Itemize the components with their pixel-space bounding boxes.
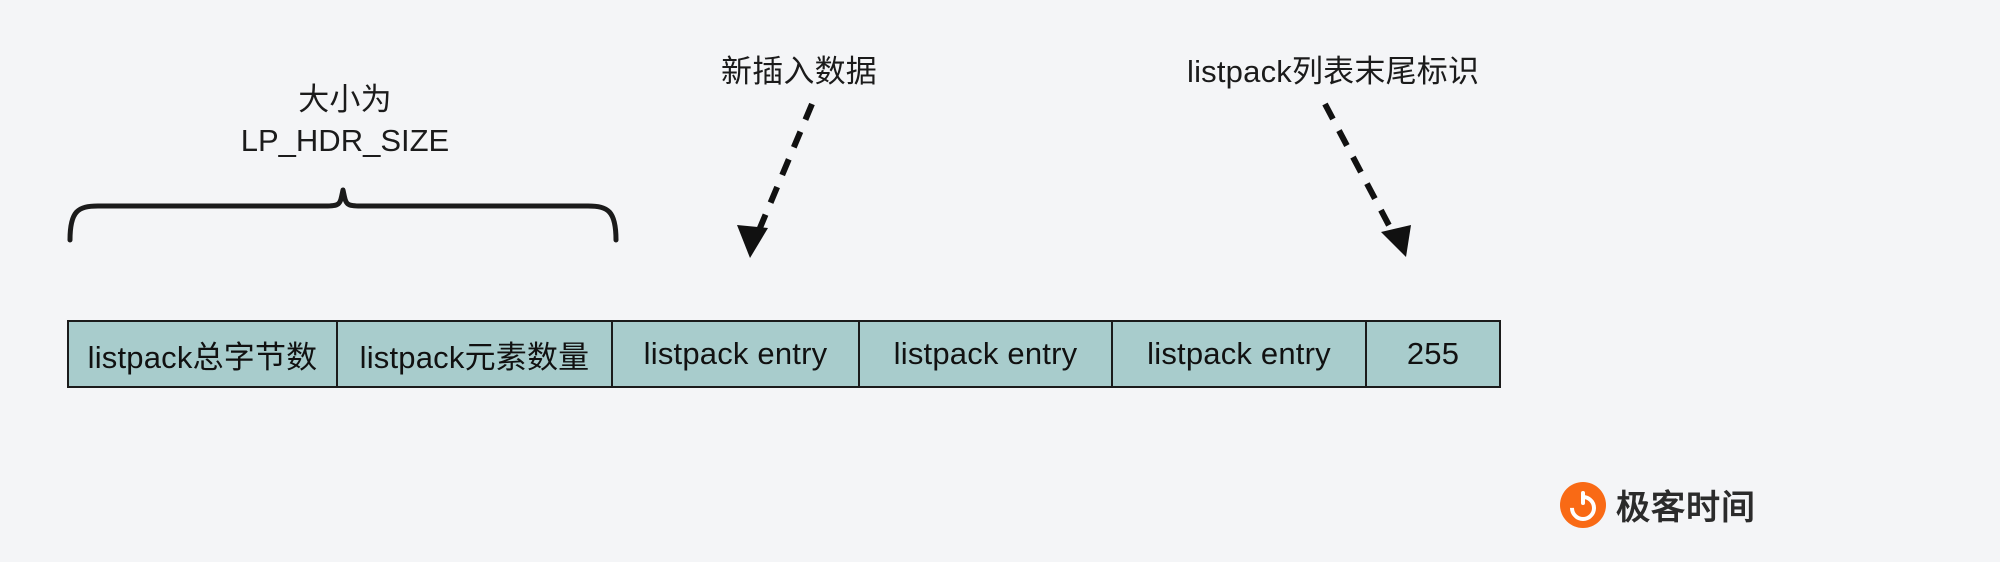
- cell-element-count: listpack元素数量: [338, 322, 613, 386]
- geekbang-logo-icon: [1560, 481, 1606, 528]
- lp-hdr-size-brace: [67, 187, 619, 243]
- brace-label-line1: 大小为: [298, 82, 392, 117]
- brace-label-line2: LP_HDR_SIZE: [240, 122, 450, 158]
- new-data-label: 新插入数据: [721, 54, 877, 89]
- listpack-table: listpack总字节数 listpack元素数量 listpack entry…: [67, 320, 1501, 388]
- arrow-end-marker: [1322, 102, 1411, 257]
- watermark-text: 极客时间: [1616, 489, 1756, 527]
- lp-hdr-size-label: 大小为 LP_HDR_SIZE: [200, 80, 490, 162]
- cell-entry-2: listpack entry: [860, 322, 1113, 386]
- cell-total-bytes: listpack总字节数: [69, 322, 338, 386]
- cell-end-marker: 255: [1367, 322, 1499, 386]
- cell-entry-1: listpack entry: [613, 322, 860, 386]
- end-marker-label: listpack列表末尾标识: [1187, 54, 1480, 89]
- watermark: 极客时间: [1560, 480, 1756, 529]
- cell-entry-3: listpack entry: [1113, 322, 1367, 386]
- arrow-new-data: [737, 102, 815, 258]
